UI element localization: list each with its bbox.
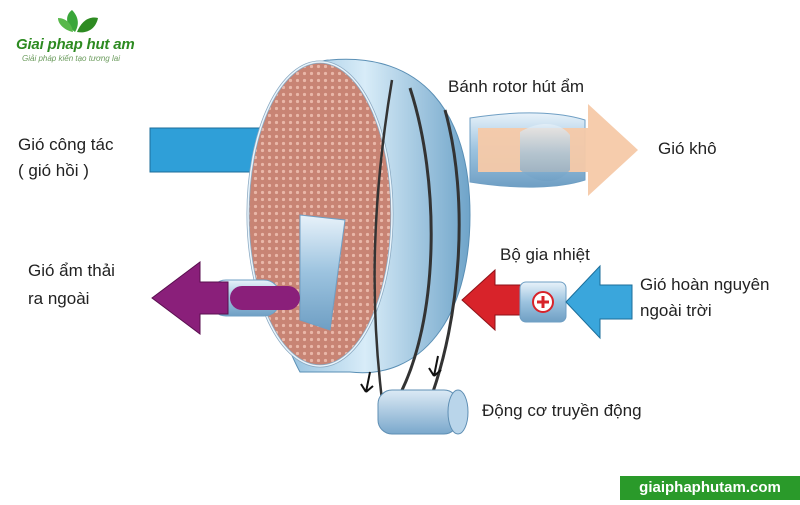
label-regen-air-1: Gió hoàn nguyên xyxy=(640,275,770,294)
label-wet-exhaust-2: ra ngoài xyxy=(28,289,90,308)
exhaust-arrow xyxy=(151,261,229,335)
regen-duct-wedge xyxy=(299,214,346,331)
logo-name: Giai phap hut am xyxy=(16,36,135,53)
label-motor: Động cơ truyền động xyxy=(482,401,642,420)
belt-icon xyxy=(396,87,461,401)
exhaust-pipe xyxy=(230,286,300,310)
motor-body xyxy=(377,389,459,435)
label-heater: Bộ gia nhiệt xyxy=(500,245,590,264)
label-regen-air-2: ngoài trời xyxy=(640,301,712,320)
label-process-air-2: ( gió hồi ) xyxy=(18,161,89,180)
logo: Giai phap hut am Giải pháp kiến tạo tươn… xyxy=(8,8,158,63)
leaf-icon xyxy=(58,10,98,33)
label-wet-exhaust-1: Gió ẩm thải xyxy=(28,261,115,280)
regen-air-arrow xyxy=(565,264,633,340)
logo-tagline: Giải pháp kiến tạo tương lai xyxy=(22,54,120,63)
heated-air-arrow xyxy=(461,268,526,332)
footer-site-badge: giaiphaphutam.com xyxy=(620,476,800,500)
label-dry-air: Gió khô xyxy=(658,139,717,158)
label-rotor: Bánh rotor hút ẩm xyxy=(448,77,585,96)
label-process-air-1: Gió công tác xyxy=(18,135,114,154)
